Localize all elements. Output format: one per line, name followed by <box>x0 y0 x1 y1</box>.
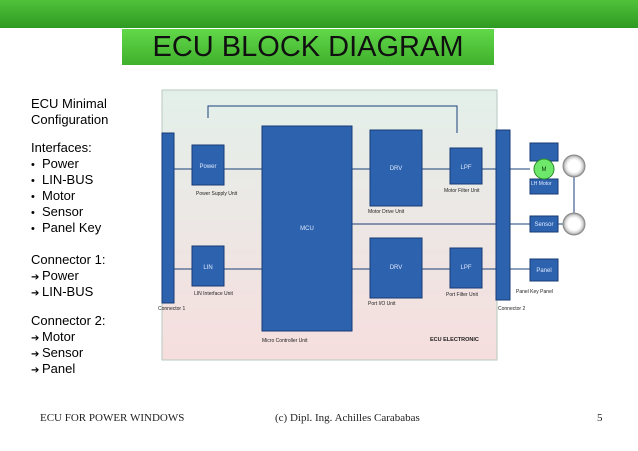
panel-key-panel-label: Panel Key Panel <box>516 289 553 295</box>
arrow-right-icon: ➔ <box>31 288 40 299</box>
interface-label: Motor <box>42 188 76 203</box>
connector1-item: ➔LIN-BUS <box>31 284 93 302</box>
interface-item: • Motor <box>31 188 75 205</box>
connector2-heading: Connector 2: <box>31 313 106 328</box>
connector-1-label: Connector 1 <box>158 306 185 312</box>
top-accent-bar <box>0 0 638 28</box>
lpf-block-1-label: LPF <box>460 165 471 171</box>
connector-2-bar <box>495 129 511 301</box>
interface-label: LIN-BUS <box>42 172 94 187</box>
connector1-label: Power <box>42 268 79 283</box>
page-number: 5 <box>597 412 603 424</box>
bullet-icon: • <box>31 159 35 171</box>
connector-1-bar <box>161 132 175 304</box>
sensor-block <box>529 215 559 233</box>
motor-feed-top <box>529 142 559 162</box>
bullet-icon: • <box>31 207 35 219</box>
config-line-1: ECU Minimal <box>31 96 107 111</box>
connector2-item: ➔Panel <box>31 361 75 379</box>
port-io-unit-label: Port I/O Unit <box>368 301 396 307</box>
lin-block-label: LIN <box>203 265 212 271</box>
connector2-label: Panel <box>42 361 76 376</box>
mcu-block-label: MCU <box>300 226 314 232</box>
interface-item: • Sensor <box>31 204 83 221</box>
arrow-right-icon: ➔ <box>31 349 40 360</box>
motor-symbol: M <box>542 167 547 173</box>
bullet-icon: • <box>31 191 35 203</box>
connector2-item: ➔Motor <box>31 329 75 347</box>
interfaces-heading: Interfaces: <box>31 140 92 155</box>
drv-block-1 <box>369 129 423 207</box>
interface-label: Sensor <box>42 204 84 219</box>
interface-item: • Power <box>31 156 79 173</box>
lin-block <box>191 245 225 287</box>
wire-top <box>207 105 458 133</box>
ecu-block-diagram: Power LIN MCU DRV DRV LPF LPF M Sensor P… <box>150 88 625 368</box>
micro-controller-unit-label: Micro Controller Unit <box>262 338 308 344</box>
connector2-item: ➔Sensor <box>31 345 83 363</box>
mcu-block <box>261 125 353 332</box>
footer-center: (c) Dipl. Ing. Achilles Carababas <box>275 412 420 424</box>
connector1-item: ➔Power <box>31 268 79 286</box>
ecu-electronic-label: ECU ELECTRONIC <box>430 337 479 343</box>
diagram-svg: Power LIN MCU DRV DRV LPF LPF M Sensor P… <box>158 89 586 361</box>
motor-filter-unit-label: Motor Filter Unit <box>444 188 480 194</box>
lh-motor-label: LH Motor <box>531 181 552 187</box>
connector2-label: Sensor <box>42 345 84 360</box>
connector2-label: Motor <box>42 329 76 344</box>
motor-icon <box>533 158 555 180</box>
slide-title: ECU BLOCK DIAGRAM <box>152 31 464 63</box>
connector1-label: LIN-BUS <box>42 284 94 299</box>
arrow-right-icon: ➔ <box>31 333 40 344</box>
power-block <box>191 144 225 186</box>
panel-block-label: Panel <box>536 268 551 274</box>
title-band <box>122 29 494 65</box>
bullet-icon: • <box>31 223 35 235</box>
motor-shaft-ring-icon <box>562 154 586 178</box>
interface-label: Power <box>42 156 79 171</box>
power-supply-unit-label: Power Supply Unit <box>196 191 238 197</box>
connector-2-label: Connector 2 <box>498 306 525 312</box>
panel-block <box>529 258 559 282</box>
interface-item: • LIN-BUS <box>31 172 93 189</box>
motor-drive-unit-label: Motor Drive Unit <box>368 209 405 215</box>
drv-block-1-label: DRV <box>390 166 403 172</box>
lpf-block-2-label: LPF <box>460 265 471 271</box>
footer-left: ECU FOR POWER WINDOWS <box>40 412 185 424</box>
lin-interface-unit-label: LIN Interface Unit <box>194 291 234 297</box>
arrow-right-icon: ➔ <box>31 272 40 283</box>
config-line-2: Configuration <box>31 112 109 127</box>
bullet-icon: • <box>31 175 35 187</box>
wires <box>174 105 575 270</box>
port-filter-unit-label: Port Filter Unit <box>446 292 479 298</box>
drv-block-2 <box>369 237 423 299</box>
lpf-block-2 <box>449 247 483 289</box>
interface-label: Panel Key <box>42 220 102 235</box>
drv-block-2-label: DRV <box>390 265 403 271</box>
lpf-block-1 <box>449 147 483 185</box>
sensor-ring-icon <box>562 212 586 236</box>
sensor-block-label: Sensor <box>534 222 553 228</box>
arrow-right-icon: ➔ <box>31 365 40 376</box>
power-block-label: Power <box>199 164 216 170</box>
interface-item: • Panel Key <box>31 220 101 237</box>
connector1-heading: Connector 1: <box>31 252 106 267</box>
